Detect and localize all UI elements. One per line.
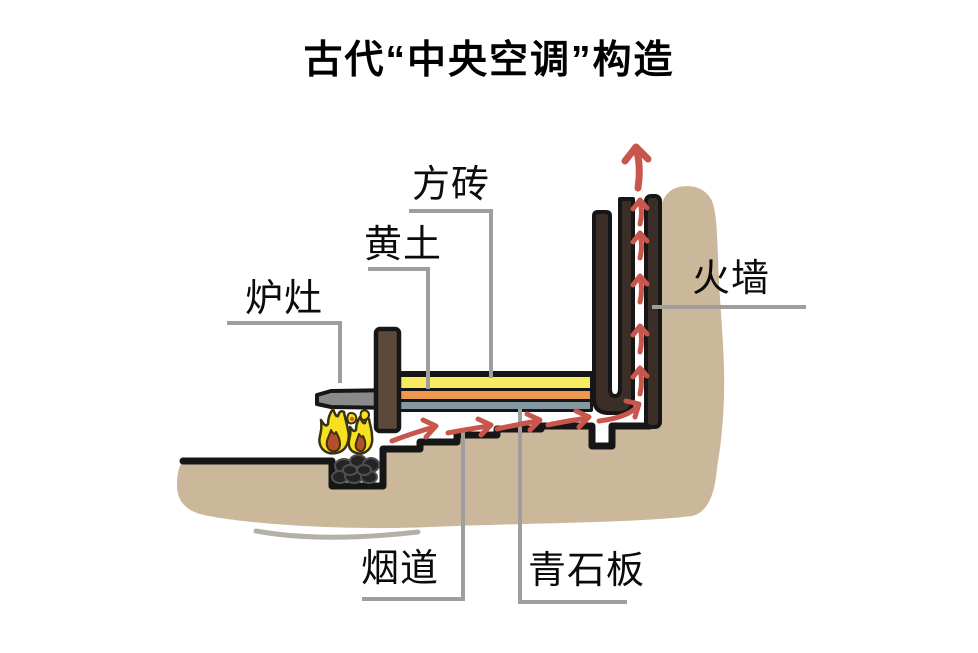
leader-yandao [362,430,465,601]
label-fire-wall: 火墙 [692,258,771,300]
ground [177,186,725,540]
arrow-up-icon [630,323,650,355]
flame-icon [318,407,374,455]
flame-right-core [354,433,367,453]
smoke-arrows [389,143,652,444]
label-smoke-duct: 烟道 [361,548,440,590]
fire-wall-inner-tube [592,197,635,415]
label-stove: 炉灶 [245,278,324,320]
leader-qingshiban [518,409,627,604]
leader-huangtu [368,267,430,389]
brick-layer [399,377,590,388]
arrow-right-icon [545,408,592,430]
leader-lines [227,209,806,604]
arrow-up-icon [630,365,650,397]
ground-outline [179,422,654,490]
spark-drop-2 [359,409,370,421]
loess-layer [399,391,590,399]
stove-pillar [373,326,402,434]
spark-drop-1-core [349,416,355,422]
floor-layers [396,371,593,412]
arrow-right-icon [389,417,439,444]
arrow-up-big-icon [621,143,652,192]
flame-left-core [325,429,341,453]
arrow-curve-up-icon [596,398,642,424]
ground-fill [177,186,725,529]
label-square-brick: 方砖 [412,164,491,206]
leader-fangzhuan [409,209,493,378]
arrow-up-icon [630,230,650,261]
arrow-right-icon [445,416,494,438]
ground-bottom-shadow [253,528,421,540]
fire-wall [592,194,662,429]
fire-wall-outer-bar [644,194,662,429]
stone-slab-layer [399,402,590,409]
arrow-right-icon [494,411,543,433]
label-bluestone-slab: 青石板 [528,550,646,592]
arrow-up-icon [630,273,650,305]
label-loess: 黄土 [364,224,443,266]
page-title: 古代“中央空调”构造 [303,39,675,82]
coal-pile [331,454,380,484]
arrow-up-icon [630,197,650,227]
leader-luzao [227,321,342,383]
